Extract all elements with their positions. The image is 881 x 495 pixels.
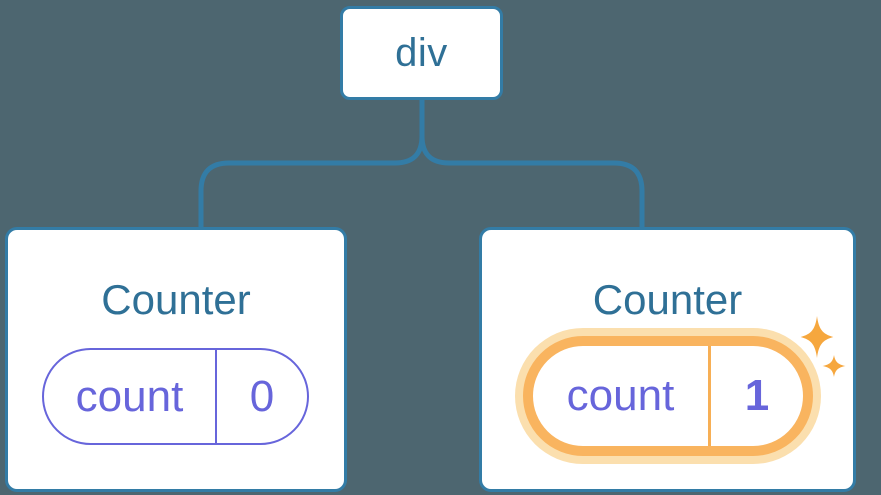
state-value: 0	[215, 350, 307, 443]
component-title: Counter	[592, 276, 743, 323]
connector-right-branch	[419, 100, 645, 228]
node-label: div	[395, 30, 448, 75]
sparkle-icon-large	[800, 316, 834, 358]
tree-node-div: div	[340, 6, 503, 100]
counter-card-left: Counter count 0	[5, 227, 347, 492]
state-key: count	[566, 371, 675, 420]
counter-card-right: Counter count 1	[479, 227, 856, 492]
sparkle-icon-small	[822, 355, 846, 377]
state-key: count	[75, 371, 184, 421]
state-pill: count 0	[42, 348, 309, 445]
connector-left-branch	[198, 100, 425, 228]
state-value: 1	[708, 346, 803, 446]
state-pill-highlighted: count 1	[523, 336, 813, 456]
component-title: Counter	[101, 276, 251, 323]
